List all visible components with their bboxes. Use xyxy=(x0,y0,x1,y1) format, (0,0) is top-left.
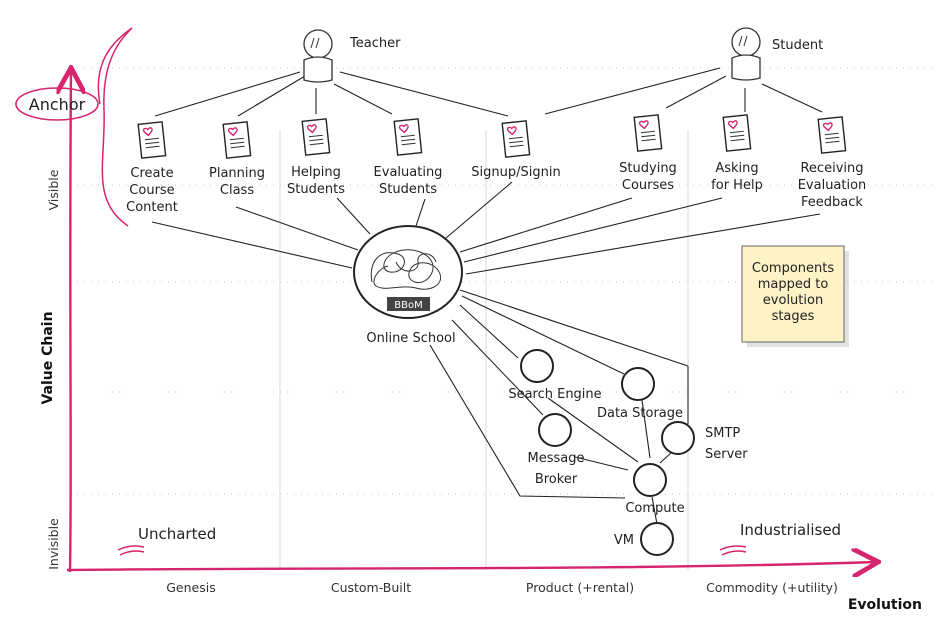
student-actor: Student xyxy=(731,27,823,81)
component-node xyxy=(633,463,667,497)
need-signup-signin: Signup/Signin xyxy=(471,120,561,180)
student-head-icon xyxy=(731,27,761,57)
industrialised-label: Industrialised xyxy=(740,521,841,539)
document-heart-icon xyxy=(633,114,663,152)
component-label: Compute xyxy=(625,501,684,516)
document-heart-icon xyxy=(137,121,167,159)
component-search-engine: Search Engine xyxy=(508,349,602,402)
industrialised-underline xyxy=(719,545,747,556)
component-label: Data Storage xyxy=(597,406,683,421)
component-compute: Compute xyxy=(625,463,685,516)
anchor-group: Anchor xyxy=(15,27,133,227)
component-node xyxy=(520,349,554,383)
component-node xyxy=(538,413,572,447)
y-axis-top: Visible xyxy=(46,169,61,210)
component-data-storage: Data Storage xyxy=(597,367,683,421)
need-label: Signup/Signin xyxy=(471,165,560,180)
tangle-icon xyxy=(370,249,442,290)
x-axis-title: Evolution xyxy=(848,597,922,613)
stage-commodity: Commodity (+utility) xyxy=(706,580,838,595)
stage-dividers xyxy=(279,130,689,570)
anchor-bracket xyxy=(97,27,133,227)
note-box xyxy=(741,245,845,343)
component-vm: VM xyxy=(614,522,674,556)
connections xyxy=(151,67,823,525)
document-heart-icon xyxy=(222,121,252,159)
anchor-label: Anchor xyxy=(29,95,86,114)
bbom-badge xyxy=(387,297,430,311)
document-heart-icon xyxy=(301,118,331,156)
axes xyxy=(67,70,876,572)
online-school-hub: BBoM Online School xyxy=(353,225,463,346)
student-body-icon xyxy=(731,54,761,81)
document-heart-icon xyxy=(501,120,531,158)
axis-labels: Value Chain Visible Invisible Evolution … xyxy=(40,169,922,613)
document-heart-icon xyxy=(722,114,752,152)
anchor-ellipse xyxy=(15,87,99,121)
hub-ellipse xyxy=(353,225,463,319)
document-heart-icon xyxy=(817,116,847,154)
y-axis-bottom: Invisible xyxy=(46,518,61,570)
teacher-label: Teacher xyxy=(349,36,401,51)
document-heart-icon xyxy=(393,118,423,156)
uncharted-label: Uncharted xyxy=(138,525,216,543)
teacher-head-icon xyxy=(303,29,333,59)
component-label: VM xyxy=(614,533,634,548)
hub-label: Online School xyxy=(366,331,455,346)
component-label: Search Engine xyxy=(508,387,601,402)
component-node xyxy=(661,421,695,455)
stage-genesis: Genesis xyxy=(166,580,216,595)
component-node xyxy=(640,522,674,556)
y-axis-title: Value Chain xyxy=(40,311,56,404)
stage-custom-built: Custom-Built xyxy=(331,580,411,595)
student-label: Student xyxy=(772,38,823,53)
teacher-body-icon xyxy=(303,56,333,83)
teacher-actor: Teacher xyxy=(303,29,401,83)
bbom-badge-text: BBoM xyxy=(394,300,422,311)
component-node xyxy=(621,367,655,401)
stage-product: Product (+rental) xyxy=(526,580,634,595)
uncharted-underline xyxy=(117,545,145,556)
